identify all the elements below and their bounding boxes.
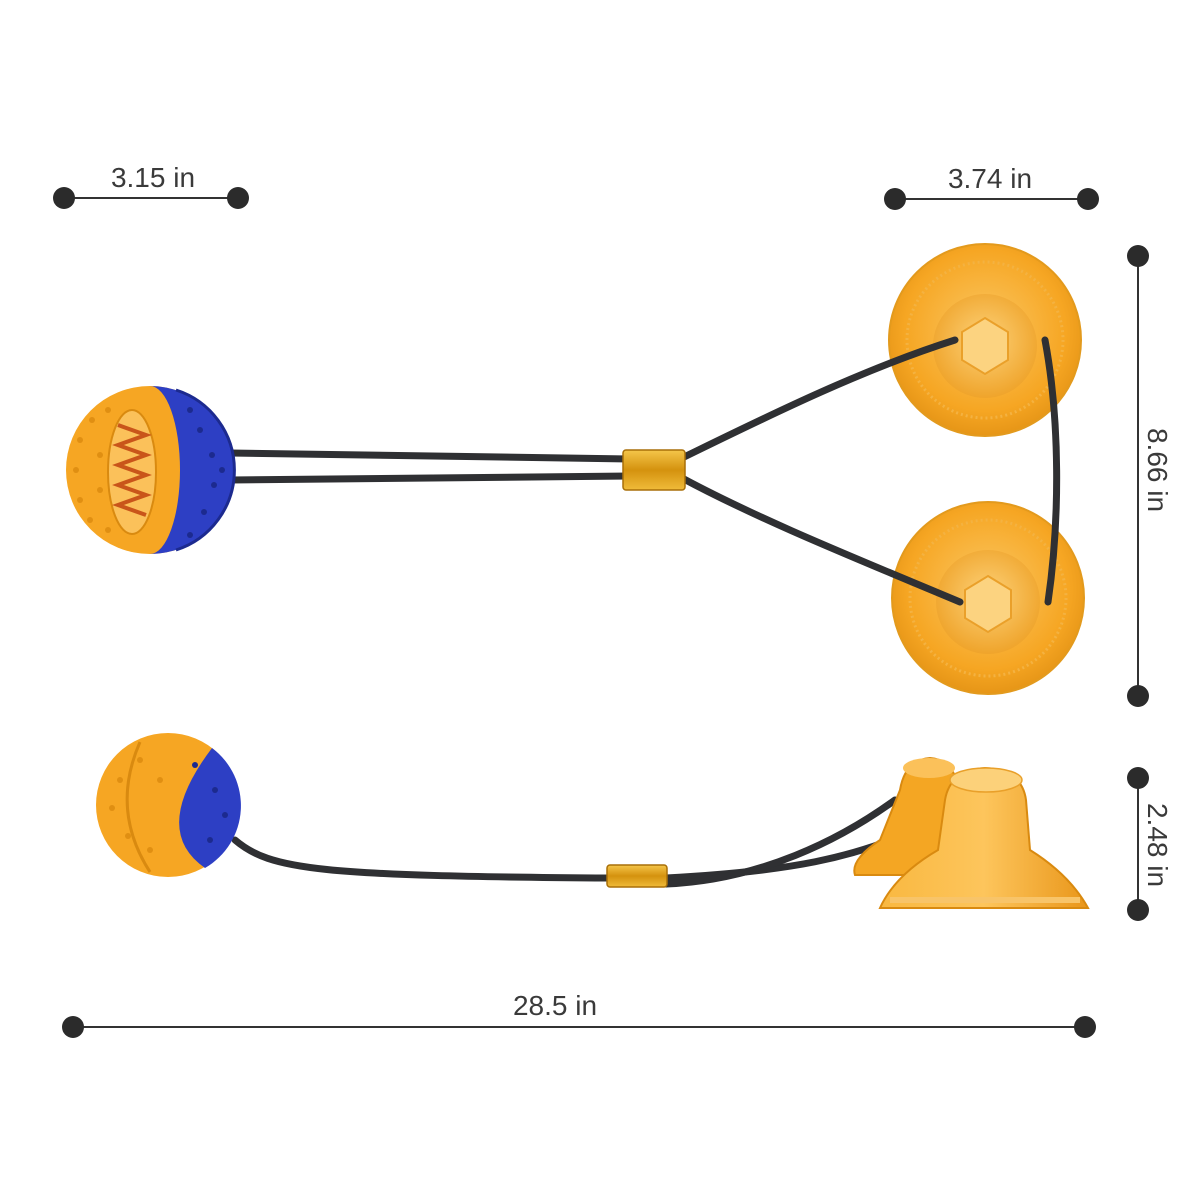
suction-cup-icon <box>878 766 1090 909</box>
cup-diameter-label: 3.74 in <box>948 163 1032 194</box>
ball-diameter-label: 3.15 in <box>111 162 195 193</box>
ball-icon <box>66 386 236 554</box>
clasp-icon <box>606 864 668 888</box>
measure-ball-diameter: 3.15 in <box>53 162 249 209</box>
measure-cup-diameter: 3.74 in <box>884 163 1099 210</box>
measure-total-length: 28.5 in <box>62 990 1096 1038</box>
measure-top-height: 8.66 in <box>1127 245 1173 707</box>
suction-cup-icon <box>888 243 1082 437</box>
ball-icon <box>96 733 241 877</box>
side-height-label: 2.48 in <box>1142 803 1173 887</box>
rope-icon <box>226 336 1061 606</box>
suction-cup-icon <box>891 501 1085 695</box>
side-view-product <box>96 733 1090 909</box>
clasp-icon <box>622 449 686 491</box>
measure-side-height: 2.48 in <box>1127 767 1173 921</box>
total-length-label: 28.5 in <box>513 990 597 1021</box>
top-height-label: 8.66 in <box>1142 428 1173 512</box>
top-view-product <box>66 243 1085 695</box>
rope-icon <box>231 796 939 888</box>
